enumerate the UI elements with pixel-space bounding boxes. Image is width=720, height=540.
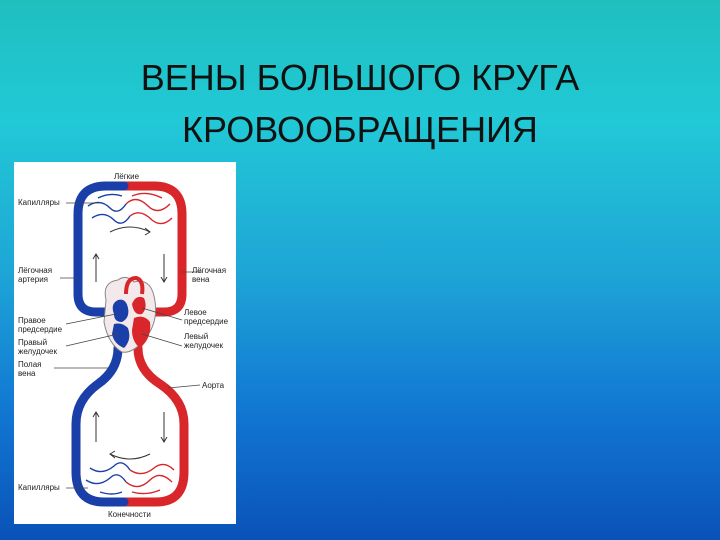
slide-title-line2: КРОВООБРАЩЕНИЯ: [182, 109, 538, 150]
circulation-drawing: [54, 181, 202, 507]
label-aorta: Аорта: [202, 381, 225, 390]
label-pulmonary-vein: Лёгочная вена: [192, 266, 227, 284]
label-right-ventricle: Правый желудочек: [18, 338, 57, 356]
label-left-ventricle: Левый желудочек: [184, 332, 223, 350]
label-capillaries-top: Капилляры: [18, 198, 60, 207]
right-ventricle-chamber: [112, 323, 130, 348]
left-ventricle-chamber: [132, 316, 151, 348]
heart: [103, 275, 157, 353]
label-capillaries-bottom: Капилляры: [18, 483, 60, 492]
aorta-vessel: [119, 343, 189, 507]
pulmonary-artery-vessel: [73, 181, 129, 317]
label-limbs: Конечности: [108, 510, 151, 519]
pulmonary-vein-vessel: [119, 181, 187, 317]
label-lungs: Лёгкие: [114, 172, 140, 181]
slide-title: ВЕНЫ БОЛЬШОГО КРУГА КРОВООБРАЩЕНИЯ: [60, 52, 660, 156]
label-left-atrium: Левое предсердие: [184, 308, 229, 326]
circulation-diagram: Лёгкие Капилляры Лёгочная артерия Лёгочн…: [14, 162, 236, 524]
vena-cava-vessel: [71, 343, 129, 507]
flow-arrows-upper: [92, 226, 168, 283]
aortic-arch: [124, 275, 145, 295]
label-leaders: [54, 202, 202, 489]
lung-capillaries: [87, 192, 173, 225]
right-atrium-chamber: [112, 299, 129, 322]
slide-title-line1: ВЕНЫ БОЛЬШОГО КРУГА: [140, 57, 580, 98]
label-pulmonary-artery: Лёгочная артерия: [18, 266, 53, 284]
limb-capillaries: [85, 462, 175, 495]
label-right-atrium: Правое предсердие: [18, 316, 63, 334]
label-vena-cava: Полая вена: [18, 360, 42, 378]
flow-arrows-lower: [92, 411, 168, 460]
left-atrium-chamber: [132, 296, 146, 315]
